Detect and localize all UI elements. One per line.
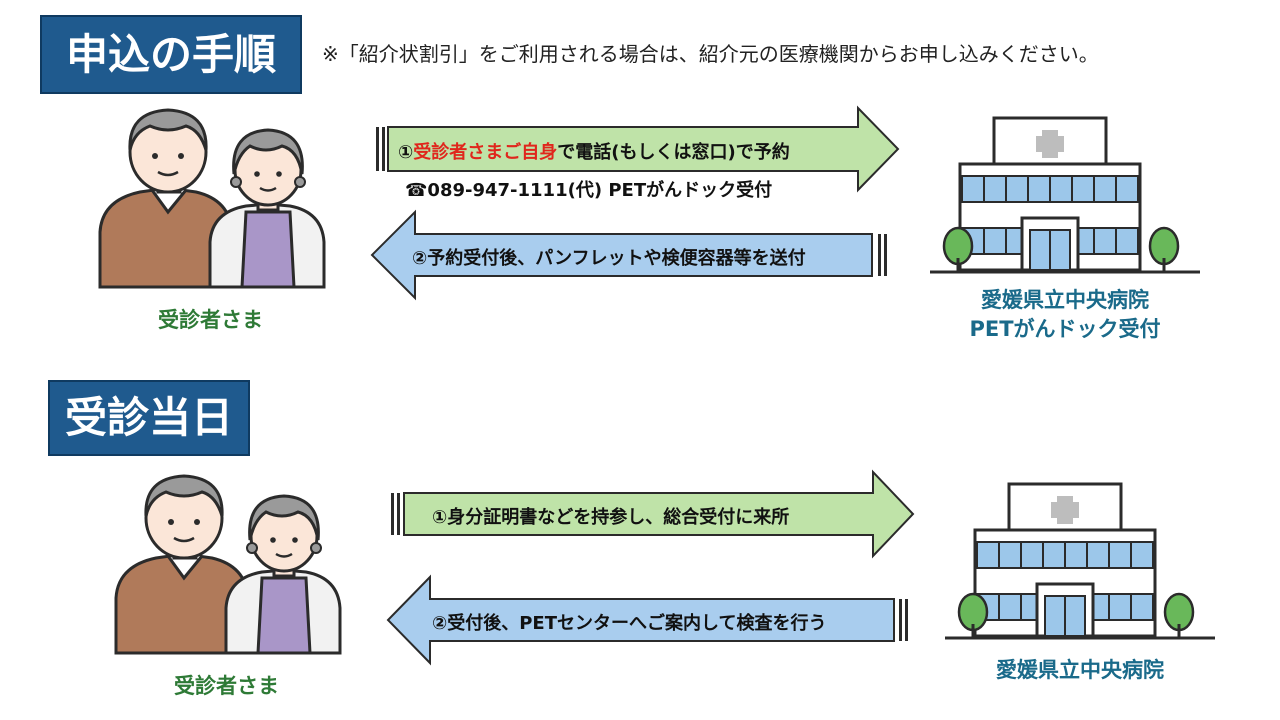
section-title-application: 申込の手順 bbox=[40, 15, 302, 94]
highlight-text: 受診者さまご自身 bbox=[413, 142, 558, 163]
arrow-forward-label-day: ①身分証明書などを持参し、総合受付に来所 bbox=[432, 507, 790, 528]
referral-discount-note: ※「紹介状割引」をご利用される場合は、紹介元の医療機関からお申し込みください。 bbox=[322, 42, 1099, 66]
arrow-back-label-day: ②受付後、PETセンターへご案内して検査を行う bbox=[432, 613, 827, 634]
hospital-building-illustration bbox=[928, 116, 1202, 274]
patient-label-day: 受診者さま bbox=[174, 674, 279, 698]
arrow-back-materials bbox=[370, 209, 887, 301]
phone-number-text: 089-947-1111(代) PETがんドック受付 bbox=[427, 180, 773, 201]
arrow-forward-visit bbox=[391, 469, 915, 559]
telephone-icon: ☎ bbox=[405, 180, 428, 201]
patient-label: 受診者さま bbox=[158, 308, 263, 332]
hospital-label: 愛媛県立中央病院 PETがんドック受付 bbox=[940, 286, 1190, 344]
section-title-exam-day: 受診当日 bbox=[48, 380, 250, 456]
hospital-name: 愛媛県立中央病院 bbox=[981, 288, 1149, 312]
hospital-department: PETがんドック受付 bbox=[969, 317, 1161, 341]
step-text: で電話(もしくは窓口)で予約 bbox=[557, 142, 790, 163]
arrow-forward-label: ①受診者さまご自身で電話(もしくは窓口)で予約 bbox=[398, 138, 790, 164]
patient-couple-illustration-day bbox=[114, 474, 342, 655]
arrow-back-label: ②予約受付後、パンフレットや検便容器等を送付 bbox=[412, 248, 806, 269]
arrow-forward-reservation bbox=[376, 105, 900, 193]
arrow-back-exam bbox=[386, 574, 908, 666]
phone-line: ☎089-947-1111(代) PETがんドック受付 bbox=[405, 176, 772, 202]
step-number: ① bbox=[398, 142, 414, 163]
hospital-label-day: 愛媛県立中央病院 bbox=[996, 658, 1164, 682]
hospital-building-illustration-day bbox=[943, 482, 1217, 640]
patient-couple-illustration bbox=[98, 108, 326, 289]
